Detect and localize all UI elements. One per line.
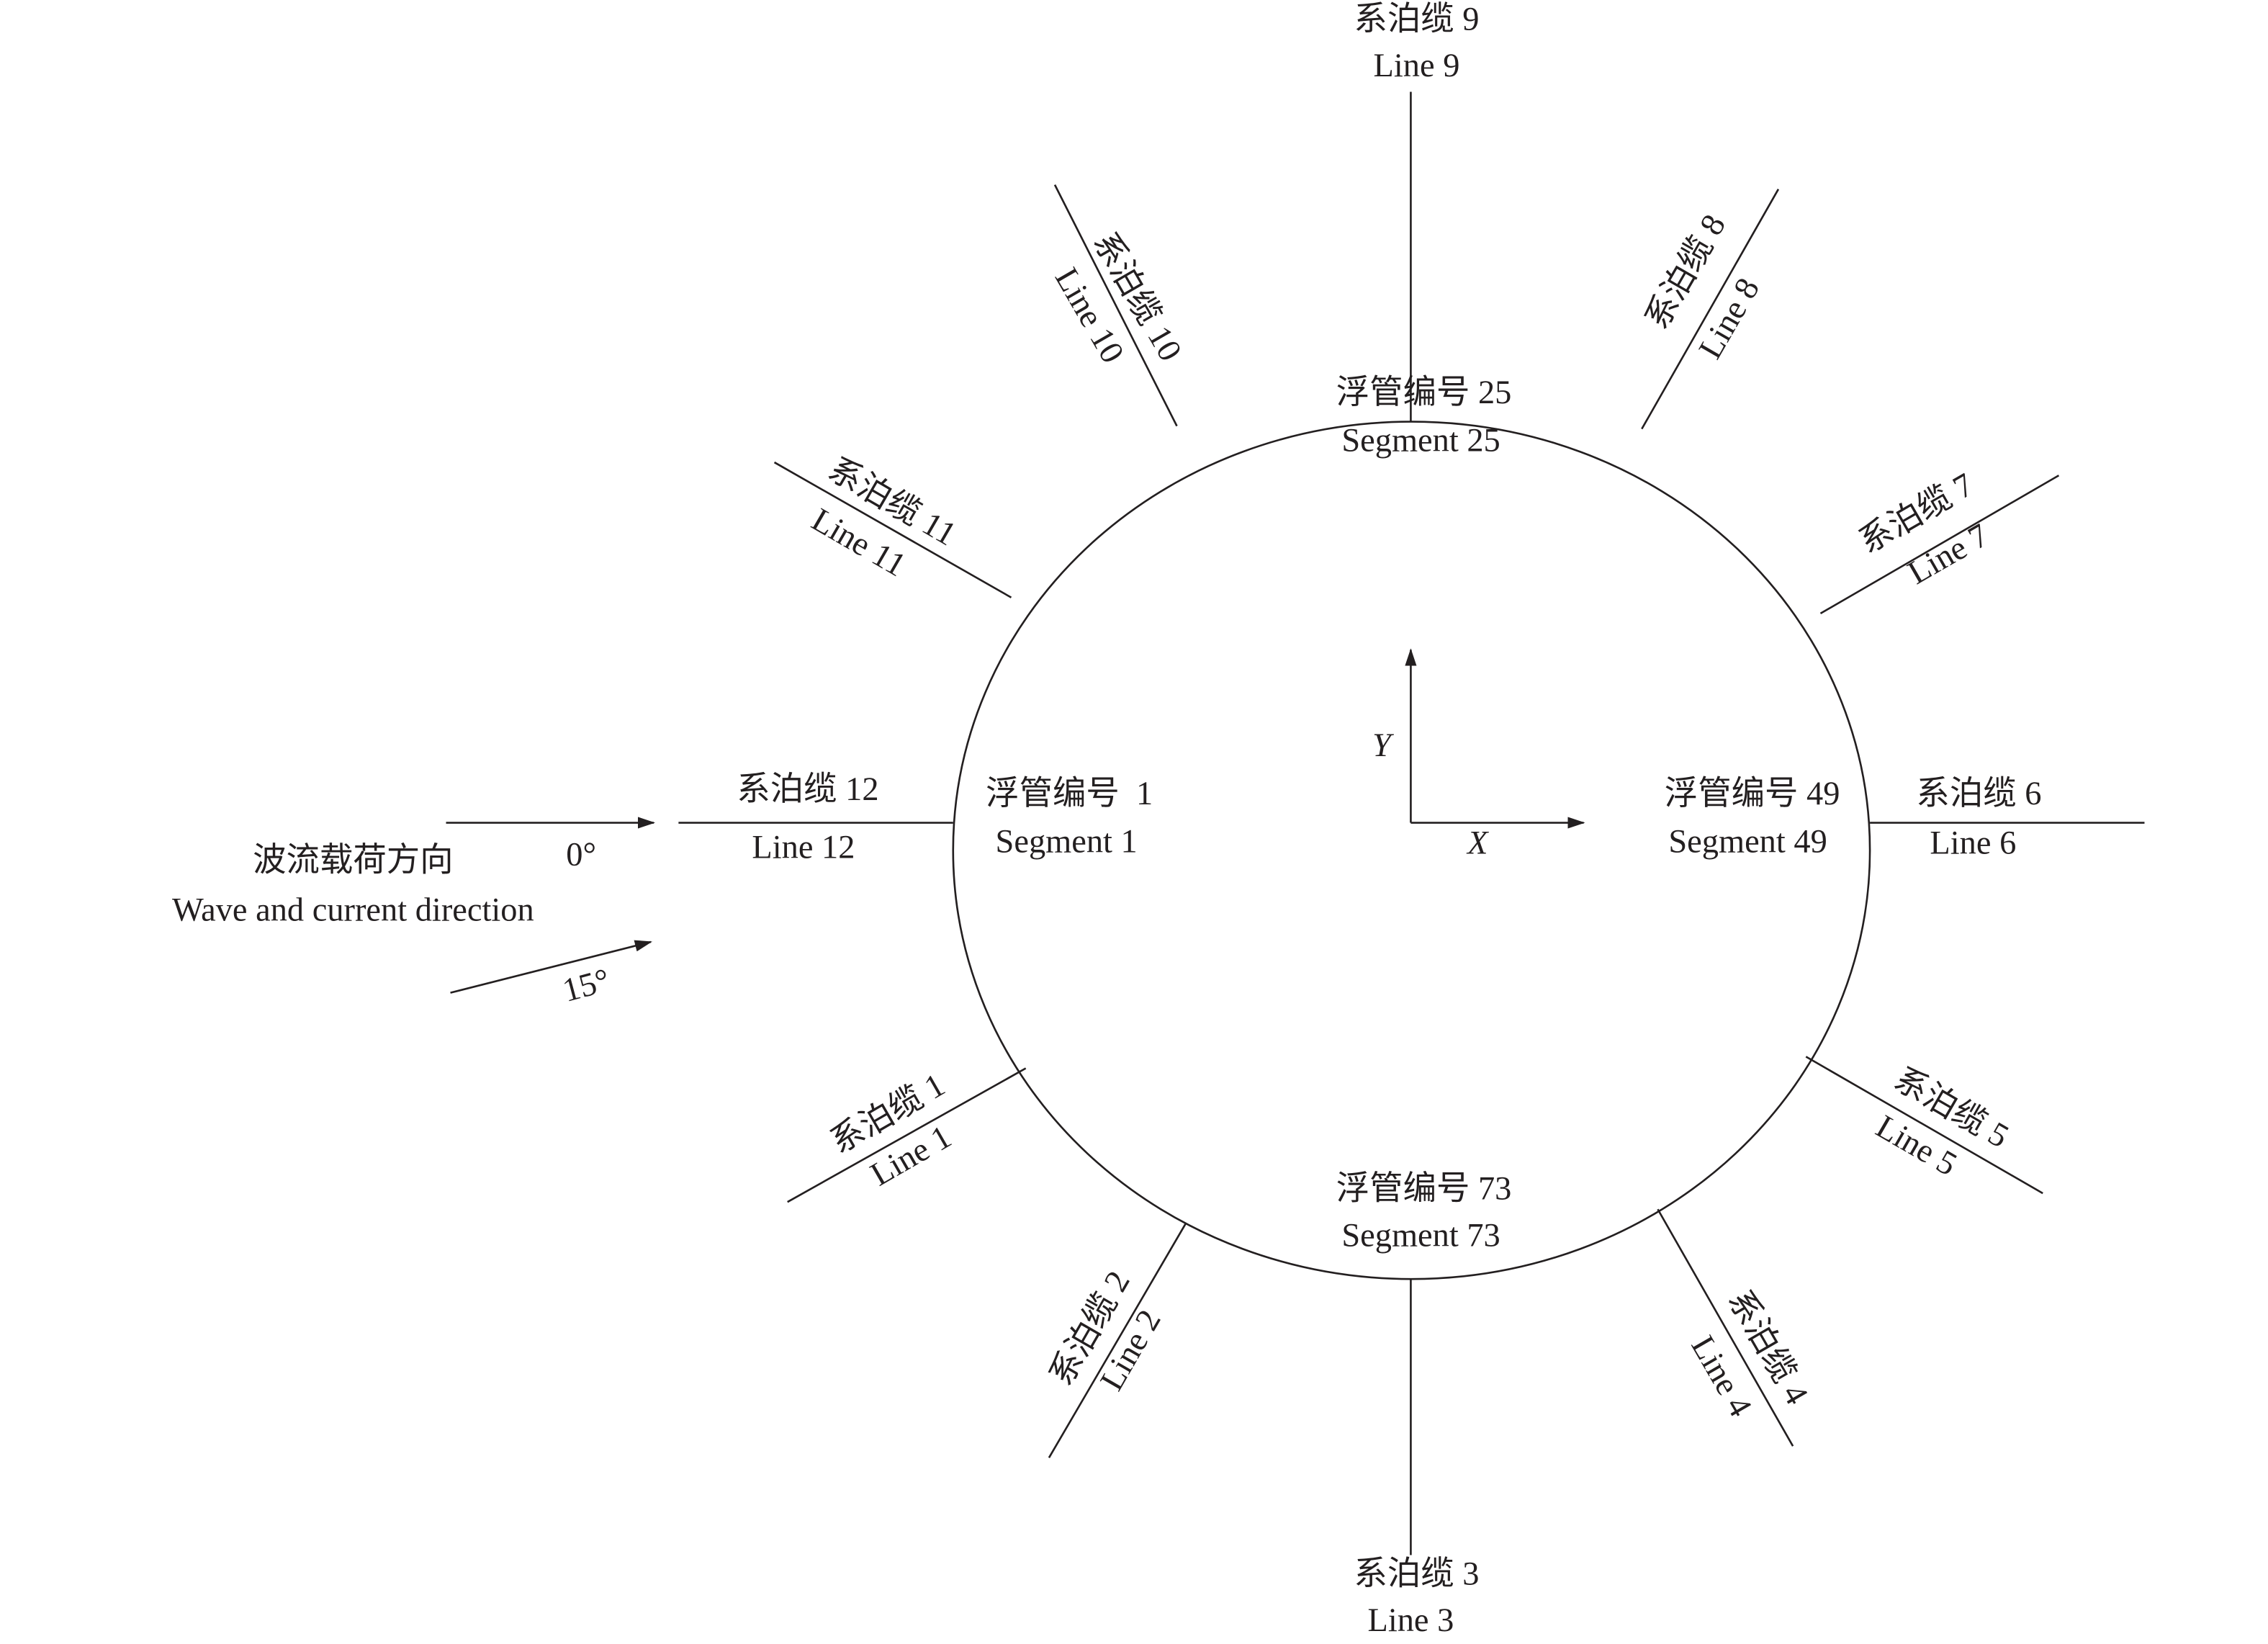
- line-9-en: Line 9: [1374, 48, 1460, 84]
- segment-1-cn: 浮管编号 1: [986, 776, 1153, 812]
- segment-49-en: Segment 49: [1668, 823, 1827, 860]
- segment-1-en: Segment 1: [996, 823, 1138, 860]
- line-6-cn: 系泊缆 6: [1916, 776, 2041, 812]
- mooring-line-4: [1657, 1208, 1794, 1447]
- line-6-en: Line 6: [1930, 825, 2016, 861]
- mooring-line-2: [1048, 1223, 1187, 1459]
- segment-25-en: Segment 25: [1341, 422, 1500, 459]
- line-9-cn: 系泊缆 9: [1354, 1, 1479, 37]
- segment-49-cn: 浮管编号 49: [1665, 776, 1840, 812]
- line-12-en: Line 12: [752, 830, 855, 866]
- mooring-line-11: [773, 461, 1012, 598]
- mooring-line-8: [1641, 189, 1780, 430]
- mooring-line-5: [1805, 1056, 2043, 1195]
- segment-25-cn: 浮管编号 25: [1336, 374, 1512, 411]
- line-3-cn: 系泊缆 3: [1354, 1555, 1479, 1592]
- line-3-en: Line 3: [1367, 1602, 1454, 1639]
- x-axis-label: X: [1466, 825, 1489, 861]
- mooring-line-10: [1053, 184, 1178, 427]
- direction-label-en: Wave and current direction: [172, 891, 534, 928]
- direction-label-cn: 波流载荷方向: [253, 843, 453, 879]
- angle-15-label: 15°: [559, 962, 613, 1010]
- direction-arrow-15deg: [450, 940, 652, 994]
- mooring-line-1: [787, 1067, 1027, 1203]
- segment-73-cn: 浮管编号 73: [1336, 1171, 1512, 1208]
- segment-73-en: Segment 73: [1341, 1217, 1500, 1254]
- mooring-line-7: [1819, 475, 2060, 615]
- angle-0-label: 0°: [566, 837, 596, 873]
- line-12-cn: 系泊缆 12: [737, 771, 878, 808]
- y-axis-label: Y: [1372, 727, 1394, 764]
- line-8-en: Line 8: [1692, 272, 1767, 365]
